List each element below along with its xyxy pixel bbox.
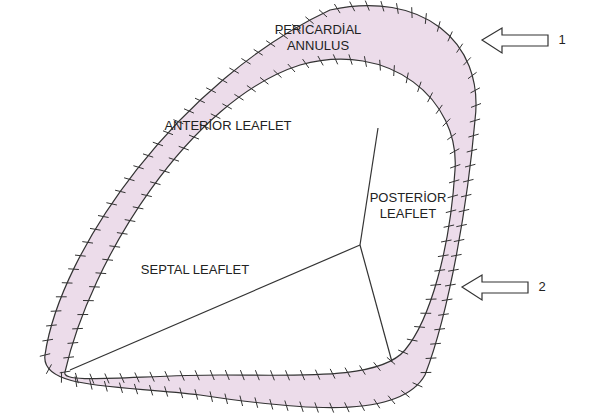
leaflet-label: ANTERİOR LEAFLET: [143, 118, 313, 134]
pointer-arrows: [462, 28, 548, 300]
leaflet-commissures: [70, 128, 392, 370]
pericardial-ring: [45, 6, 476, 408]
inner-suture-line: [65, 59, 455, 378]
suture-stitches: [40, 1, 481, 413]
region-label: PERICARDİAL ANNULUS: [253, 22, 383, 55]
callout-number: 2: [532, 279, 552, 295]
outer-suture-line: [45, 6, 476, 408]
leaflet-label: SEPTAL LEAFLET: [120, 262, 270, 278]
leaflet-label: POSTERİOR LEAFLET: [369, 190, 447, 223]
callout-number: 1: [552, 32, 572, 48]
